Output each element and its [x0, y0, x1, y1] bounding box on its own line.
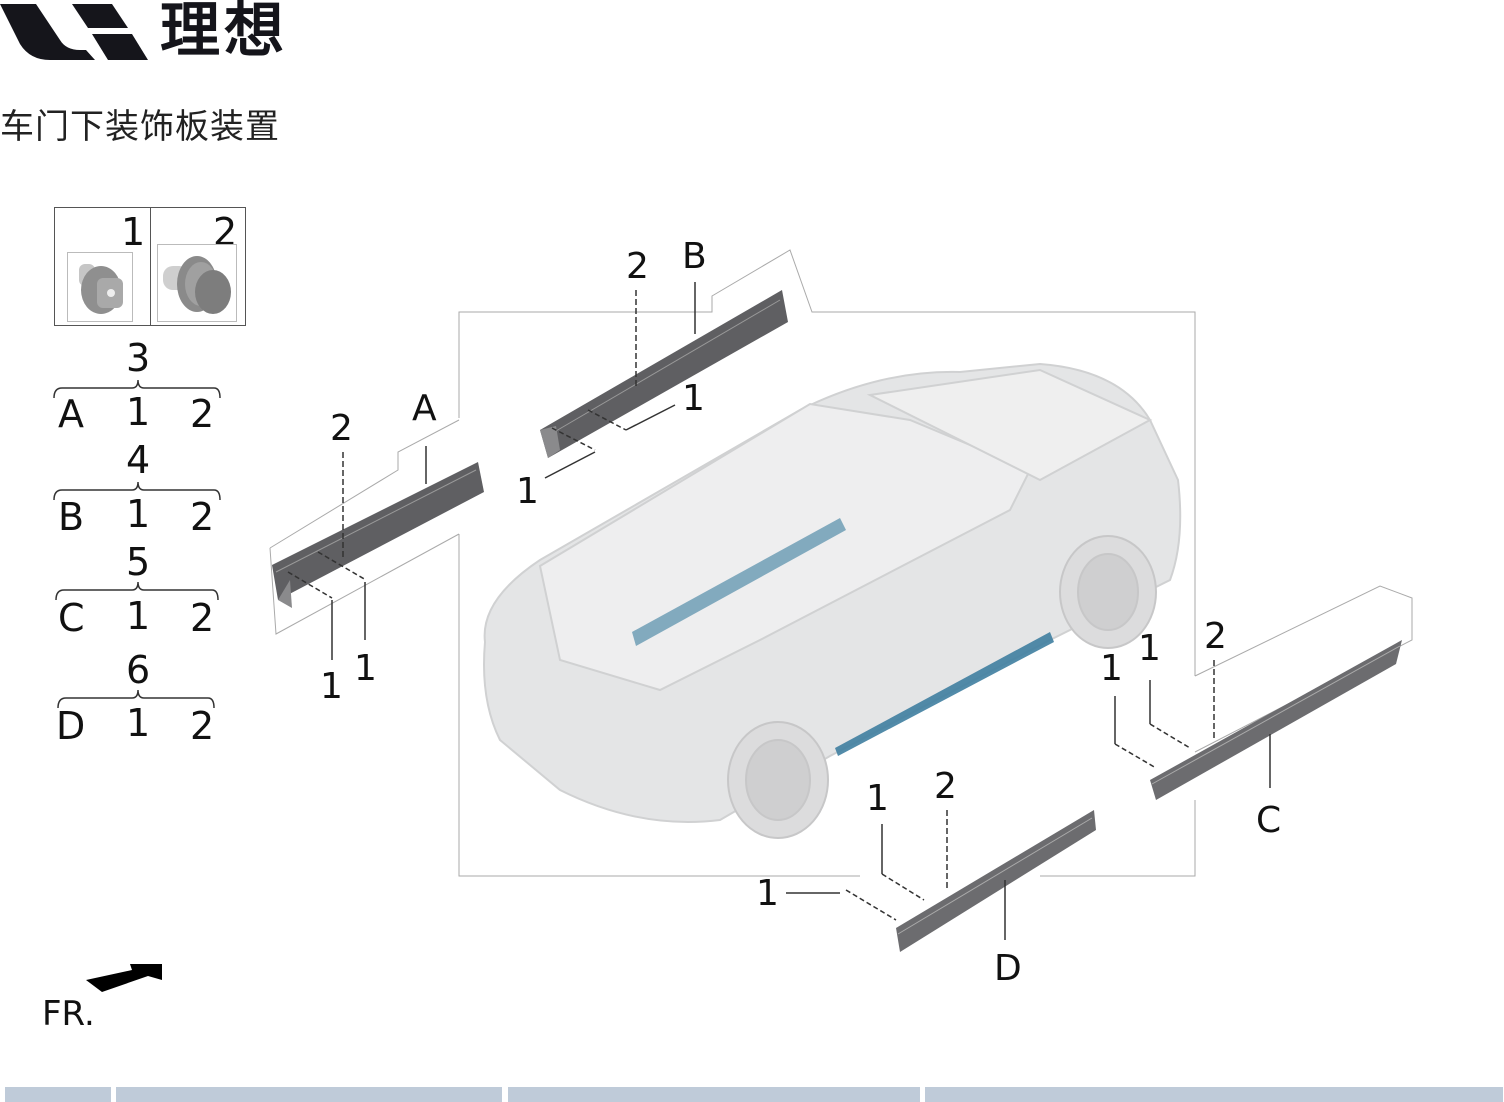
callout-C-2: 2	[1204, 616, 1227, 657]
li-auto-logo-icon	[0, 4, 148, 60]
callout-C-1b: 1	[1138, 628, 1161, 669]
clip-fastener-icon	[67, 252, 133, 322]
part-B-leaders	[544, 282, 696, 479]
assembly-part-B: B	[58, 495, 85, 539]
callout-B-1a: 1	[682, 378, 705, 419]
part-C-panel	[1150, 640, 1402, 800]
part-D-panel	[896, 810, 1096, 952]
legend-divider	[150, 208, 151, 325]
front-orientation-label: FR.	[42, 994, 95, 1034]
assembly-fastener-1: 1	[126, 390, 151, 434]
push-pin-fastener-icon	[157, 244, 237, 322]
wheel	[727, 535, 1157, 839]
part-A-leaders	[287, 446, 427, 660]
assembly-fastener-1: 1	[126, 594, 151, 638]
assembly-number-4: 4	[126, 438, 151, 482]
assembly-fastener-2: 2	[190, 596, 215, 640]
callout-B-2: 2	[626, 246, 649, 287]
highlight-rocker-trim	[835, 632, 1054, 756]
highlight-roof-trim	[632, 518, 846, 646]
assembly-number-5: 5	[126, 540, 151, 584]
footer-cell	[925, 1087, 1503, 1102]
callout-A-1a: 1	[320, 666, 343, 707]
assembly-fastener-1: 1	[126, 701, 151, 745]
page-title: 车门下装饰板装置	[0, 107, 280, 147]
assembly-fastener-2: 2	[190, 392, 215, 436]
assembly-number-3: 3	[126, 336, 151, 380]
callout-C-1a: 1	[1100, 648, 1123, 689]
callout-A-1b: 1	[354, 648, 377, 689]
callout-B: B	[682, 236, 707, 277]
assembly-fastener-1: 1	[126, 492, 151, 536]
fastener-legend-box: 1 2	[54, 207, 246, 326]
assembly-fastener-2: 2	[190, 704, 215, 748]
fastener-number-2: 2	[213, 210, 238, 254]
assembly-brackets	[53, 379, 221, 709]
callout-C: C	[1256, 800, 1281, 841]
assembly-fastener-2: 2	[190, 495, 215, 539]
footer-cell	[5, 1087, 111, 1102]
brand-name: 理想	[160, 0, 288, 66]
footer-cell	[116, 1087, 502, 1102]
assembly-part-C: C	[58, 596, 85, 640]
footer-table-header	[0, 1087, 1504, 1102]
callout-D-1b: 1	[866, 778, 889, 819]
fastener-number-1: 1	[121, 210, 146, 254]
part-D-leaders	[786, 810, 1006, 940]
callout-D-2: 2	[934, 766, 957, 807]
callout-A-2: 2	[330, 408, 353, 449]
callout-D: D	[994, 948, 1022, 989]
assembly-number-6: 6	[126, 648, 151, 692]
callout-D-1a: 1	[756, 873, 779, 914]
part-A-panel	[272, 462, 484, 608]
assembly-part-A: A	[58, 392, 84, 436]
part-C-leaders	[1114, 660, 1271, 788]
assembly-part-D: D	[56, 704, 86, 748]
part-B-panel	[540, 290, 788, 458]
footer-cell	[508, 1087, 920, 1102]
front-arrow-icon	[86, 964, 162, 992]
callout-B-1b: 1	[516, 471, 539, 512]
callout-A: A	[412, 388, 437, 429]
